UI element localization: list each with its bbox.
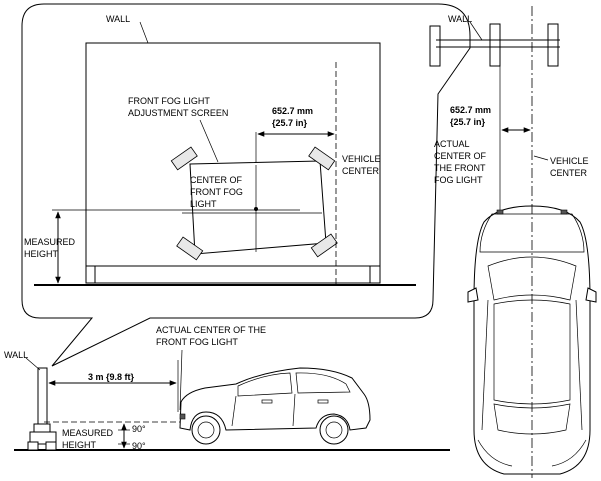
fog-light-center-dot <box>254 207 258 211</box>
callout-wall <box>34 42 416 286</box>
callout-wall-leader <box>139 21 149 44</box>
screen-label-leader <box>199 119 219 163</box>
corner-bracket-top-left <box>170 146 198 171</box>
callout-bubble <box>21 3 471 367</box>
center-label-line1: CENTER OF <box>190 175 243 185</box>
side-measured-line2: HEIGHT <box>62 440 97 450</box>
callout-measured-height <box>52 209 300 284</box>
screen-label-line1: FRONT FOG LIGHT <box>128 96 210 106</box>
center-label-line3: LIGHT <box>190 199 217 209</box>
side-view-car <box>179 367 371 445</box>
side-distance-dimension <box>48 360 179 412</box>
corner-bracket-bottom-right <box>310 233 338 258</box>
side-angle-bottom: 90° <box>132 441 146 451</box>
side-wall-label: WALL <box>4 350 28 360</box>
callout-vehicle-center-line1: VEHICLE <box>342 154 381 164</box>
side-actual-center-leader <box>179 349 183 411</box>
callout-wall-label: WALL <box>106 14 130 24</box>
callout-measured-line2: HEIGHT <box>24 249 59 259</box>
callout-offset-mm: 652.7 mm <box>272 106 313 116</box>
top-vehicle-center-line1: VEHICLE <box>550 156 589 166</box>
top-actual-line3: THE FRONT <box>434 163 486 173</box>
side-measured-height <box>44 421 180 449</box>
callout-vehicle-center-line2: CENTER <box>342 166 380 176</box>
side-actual-center-line2: FRONT FOG LIGHT <box>156 337 238 347</box>
callout-offset-dimension <box>255 131 335 162</box>
side-angle-top: 90° <box>132 424 146 434</box>
top-offset-in: {25.7 in} <box>450 117 486 127</box>
center-label-line2: FRONT FOG <box>190 187 243 197</box>
side-wall-post <box>27 367 57 451</box>
top-actual-line2: CENTER OF <box>434 151 487 161</box>
top-wall-leader <box>469 21 483 41</box>
screen-label-line2: ADJUSTMENT SCREEN <box>128 108 228 118</box>
side-measured-line1: MEASURED <box>62 428 114 438</box>
side-distance-label: 3 m {9.8 ft} <box>88 372 135 382</box>
callout-offset-in: {25.7 in} <box>272 118 308 128</box>
top-actual-line4: FOG LIGHT <box>434 175 483 185</box>
top-wall-label: WALL <box>448 14 472 24</box>
top-vehicle-center-leader <box>533 155 549 161</box>
adjustment-screen <box>170 146 338 261</box>
top-actual-line1: ACTUAL <box>434 139 470 149</box>
callout-measured-line1: MEASURED <box>24 237 76 247</box>
top-offset-mm: 652.7 mm <box>450 105 491 115</box>
side-wall-leader <box>25 357 41 371</box>
side-actual-center-line1: ACTUAL CENTER OF THE <box>156 325 266 335</box>
top-wall <box>429 23 560 67</box>
corner-bracket-top-right <box>308 146 336 171</box>
top-vehicle-center-line2: CENTER <box>550 168 588 178</box>
top-view-car <box>467 205 597 475</box>
corner-bracket-bottom-left <box>176 236 204 261</box>
